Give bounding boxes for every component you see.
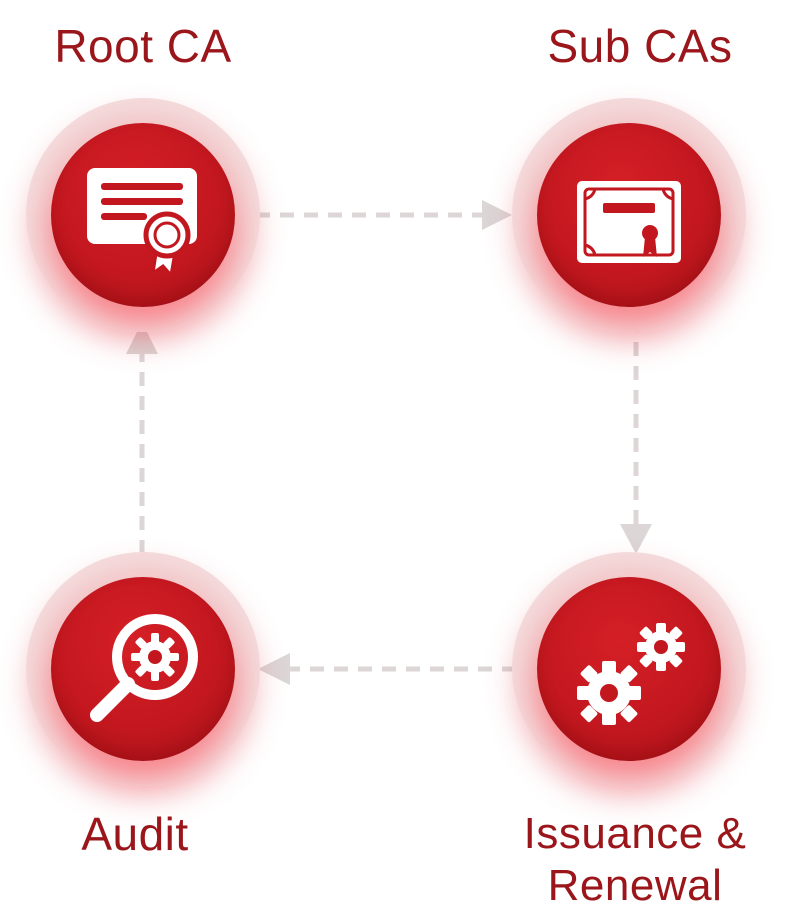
root-ca-node: [26, 98, 260, 332]
magnifier-gear-icon: [90, 614, 198, 722]
node-circle: [537, 123, 721, 307]
issuance-renewal-label: Issuance & Renewal: [523, 809, 747, 910]
node-circle: [51, 123, 235, 307]
sub-cas-label: Sub CAs: [547, 20, 733, 72]
sub-cas-node: [512, 98, 746, 332]
audit-node: [26, 552, 260, 786]
audit-label: Audit: [81, 808, 189, 860]
arrowhead-audit-to-root: [126, 322, 158, 354]
certificate-icon: [87, 168, 197, 279]
node-circle: [51, 577, 235, 761]
node-circle: [537, 577, 721, 761]
root-ca-label: Root CA: [54, 20, 232, 72]
arrowhead-issuance-to-audit: [258, 653, 290, 685]
arrowhead-root-to-sub: [482, 200, 512, 230]
arrowhead-sub-to-issuance: [620, 524, 652, 554]
certificate-frame-icon: [577, 181, 681, 263]
issuance-renewal-node: [512, 552, 746, 786]
gears-icon: [577, 623, 685, 725]
